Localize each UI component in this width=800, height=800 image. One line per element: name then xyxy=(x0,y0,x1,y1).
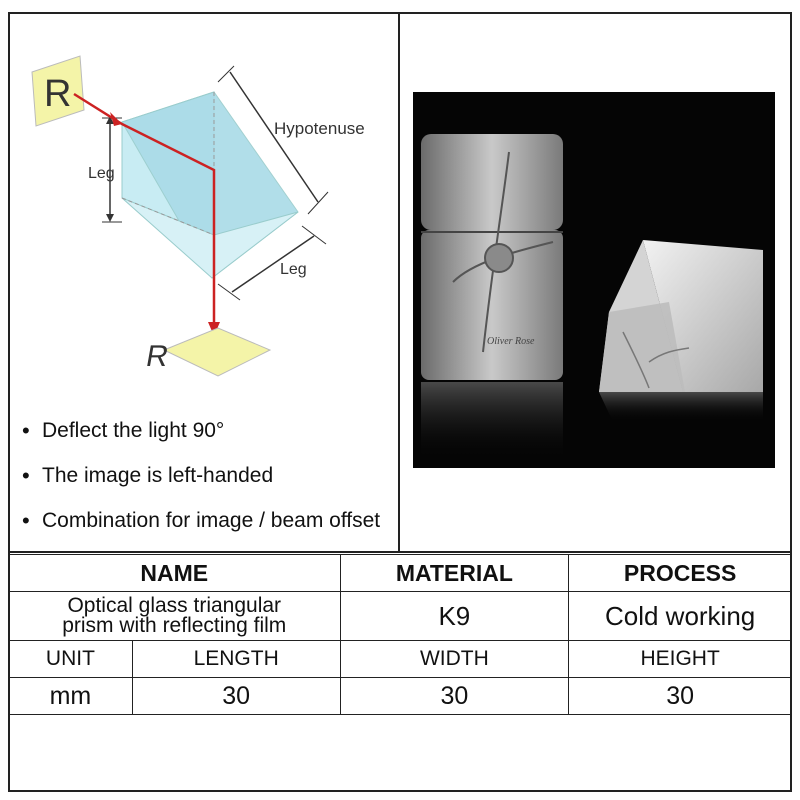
hidden-edge xyxy=(121,197,215,236)
header-name: NAME xyxy=(8,554,341,592)
leg-left-label: Leg xyxy=(88,165,115,182)
leg-bottom-dimension-line xyxy=(231,235,315,293)
bullet-icon: • xyxy=(22,418,30,443)
ray-arrowhead xyxy=(110,112,122,126)
output-image-letter: R xyxy=(144,340,171,373)
name-value-line: prism with reflecting film xyxy=(62,614,287,637)
hypotenuse-label: Hypotenuse xyxy=(274,119,365,138)
name-value-line: Optical glass triangular xyxy=(67,594,282,617)
unit-value: mm xyxy=(8,677,133,715)
leg-bottom-label: Leg xyxy=(280,261,307,278)
extension-line xyxy=(307,191,329,215)
feature-text: The image is left-handed xyxy=(42,464,274,487)
header-height: HEIGHT xyxy=(568,640,792,678)
table-row: UNIT LENGTH WIDTH HEIGHT xyxy=(8,640,792,678)
name-value: Optical glass triangular prism with refl… xyxy=(8,591,341,641)
prism-diagram: R Leg Hypotenuse Leg R xyxy=(31,55,365,377)
extension-line xyxy=(217,283,241,301)
outer-frame xyxy=(8,12,792,792)
arrowhead xyxy=(106,214,114,222)
lighter-engraving-text: Oliver Rose xyxy=(487,336,535,347)
bullet-icon: • xyxy=(22,508,30,533)
header-process: PROCESS xyxy=(568,554,792,592)
feature-text: Deflect the light 90° xyxy=(42,419,225,442)
hypotenuse-dimension-line xyxy=(229,71,319,203)
header-width: WIDTH xyxy=(339,640,570,678)
feature-item: • The image is left-handed xyxy=(18,459,380,504)
material-value: K9 xyxy=(339,591,570,641)
rose-engraving-icon xyxy=(484,243,514,273)
table-row: mm 30 30 30 xyxy=(8,677,792,715)
table-row: NAME MATERIAL PROCESS xyxy=(8,554,792,592)
process-value: Cold working xyxy=(568,591,792,641)
header-unit: UNIT xyxy=(8,640,133,678)
width-value: 30 xyxy=(339,677,570,715)
extension-line xyxy=(301,225,327,245)
light-ray xyxy=(73,92,216,330)
feature-list: • Deflect the light 90° • The image is lef… xyxy=(18,414,380,549)
input-image-card xyxy=(31,55,85,127)
lighter-photo: Oliver Rose xyxy=(421,134,563,462)
feature-item: • Combination for image / beam offset xyxy=(18,504,380,549)
header-material: MATERIAL xyxy=(339,554,570,592)
arrowhead xyxy=(106,116,114,124)
output-image-card xyxy=(162,327,272,377)
input-image-letter: R xyxy=(44,73,71,115)
horizontal-divider xyxy=(8,551,792,553)
length-value: 30 xyxy=(131,677,341,715)
extension-line xyxy=(217,65,235,83)
feature-item: • Deflect the light 90° xyxy=(18,414,380,459)
product-photo: Oliver Rose xyxy=(413,92,775,468)
vertical-divider xyxy=(398,12,400,552)
feature-text: Combination for image / beam offset xyxy=(42,509,381,532)
ray-arrowhead xyxy=(208,322,220,336)
table-row: Optical glass triangular prism with refl… xyxy=(8,591,792,641)
header-length: LENGTH xyxy=(131,640,341,678)
bullet-icon: • xyxy=(22,463,30,488)
height-value: 30 xyxy=(568,677,792,715)
prism-photo xyxy=(599,240,763,422)
spec-table: NAME MATERIAL PROCESS Optical glass tria… xyxy=(8,554,792,715)
